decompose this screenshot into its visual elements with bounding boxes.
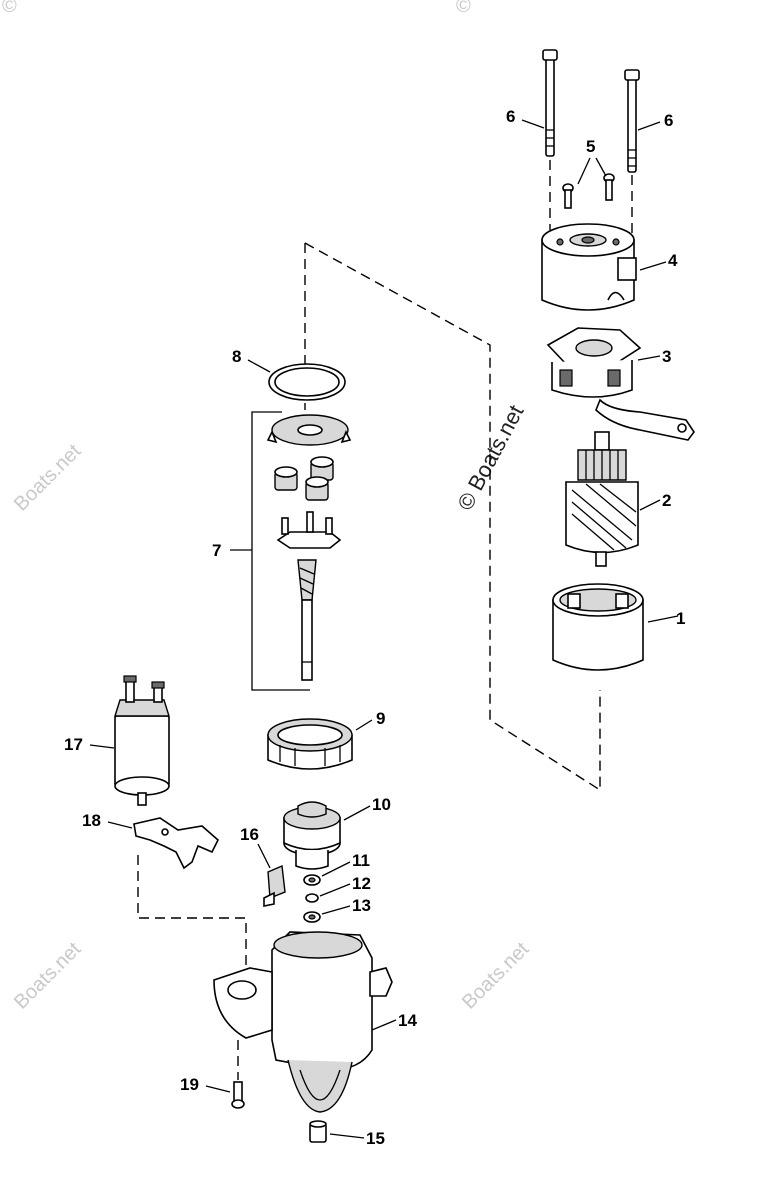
watermark-right-lower: Boats.net [458,938,534,1014]
o-ring [268,363,346,401]
callout-6-left: 6 [506,107,515,126]
callout-4: 4 [668,251,678,270]
planet-gear-1 [274,466,298,491]
callout-3: 3 [662,347,671,366]
callout-2: 2 [662,491,671,510]
callout-13: 13 [352,896,371,915]
bracket-7 [251,411,310,691]
callout-11: 11 [352,851,370,870]
watermark-left-lower: Boats.net [10,938,86,1014]
callout-8: 8 [232,347,241,366]
small-screw-right [603,173,615,201]
planet-gears [274,456,334,501]
solenoid [114,675,170,806]
callout-6-right: 6 [664,111,673,130]
small-screw-left [562,183,574,209]
callout-9: 9 [376,709,385,728]
copyright-symbol: © [2,0,17,17]
callout-18: 18 [82,811,101,830]
callout-15: 15 [366,1129,385,1148]
bushing [309,1120,327,1143]
planet-gear-3 [305,476,329,501]
assembly-dashed-lines [137,160,633,1080]
watermark-text: Boats.net [10,440,86,516]
callout-17: 17 [64,735,83,754]
leader-lines [89,119,679,1139]
callout-labels: 1 2 3 4 5 6 6 7 8 9 10 11 12 13 14 15 16… [64,107,685,1148]
watermark-text: Boats.net [458,938,534,1014]
callout-10: 10 [372,795,391,814]
armature [565,431,639,567]
thrust-collar [305,893,319,903]
through-bolt-right [624,69,640,173]
stop-washer [303,911,321,923]
callout-16: 16 [240,825,259,844]
dashed-line-main [304,242,601,792]
drive-clutch [283,801,341,870]
watermark-text: Boats.net [10,938,86,1014]
brush-holder [546,327,695,441]
gear-plate [266,414,352,446]
rubber-plug [263,864,286,907]
retainer-ring [303,874,321,886]
housing-screw [231,1081,245,1109]
end-cap [541,223,637,311]
callout-7: 7 [212,541,221,560]
field-frame [552,583,644,671]
callout-19: 19 [180,1075,199,1094]
through-bolt-left [542,49,558,157]
callout-1: 1 [676,609,685,628]
watermark-top-left: © [2,0,17,17]
pinion-shaft [276,511,342,681]
ring-gear [267,718,353,770]
watermark-left: Boats.net [10,440,86,516]
callout-12: 12 [352,874,371,893]
callout-14: 14 [398,1011,417,1030]
dashed-line-solenoid [137,855,247,975]
copyright-symbol: © [456,0,471,17]
callout-5: 5 [586,137,595,156]
watermark-top-mid: © [456,0,471,17]
drive-housing [213,931,393,1113]
shift-lever [133,817,219,870]
